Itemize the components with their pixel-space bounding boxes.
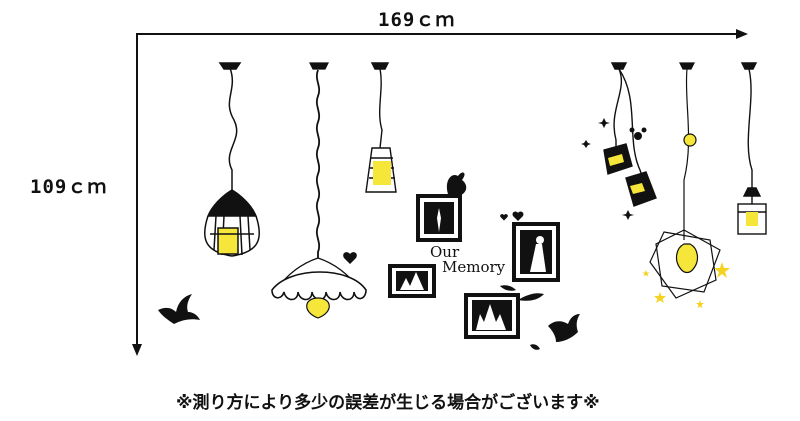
memory-text-line2: Memory — [442, 258, 506, 276]
perched-bird-silhouette — [446, 172, 467, 196]
memory-text-line1: Our — [430, 243, 460, 261]
photo-frame-center-bottom — [464, 293, 520, 339]
birdcage-pendant-lamp — [204, 62, 260, 257]
photo-frame-small-bottom — [388, 264, 436, 298]
cone-pendant-lamp — [365, 62, 397, 193]
leaf-sprig-icon — [500, 285, 544, 350]
star-cage-bulb-lamp — [649, 62, 721, 299]
spotlight-pendant-lamps — [603, 62, 657, 207]
photo-frame-small-top — [416, 194, 462, 242]
chain-pendant-lamp — [271, 62, 367, 319]
flying-bird-left-silhouette — [158, 294, 200, 324]
height-dimension-arrow — [132, 34, 142, 356]
width-dimension-arrow — [136, 29, 748, 39]
flying-bird-right-silhouette — [548, 314, 580, 342]
sparkle-icon — [581, 118, 647, 220]
lantern-pendant-lamp — [737, 62, 767, 235]
height-dimension-label: 109ｃｍ — [30, 176, 108, 198]
width-dimension-label: 169ｃｍ — [378, 9, 456, 31]
photo-frame-couple — [512, 222, 560, 282]
heart-icon — [343, 211, 524, 264]
star-icon — [642, 262, 730, 308]
measurement-disclaimer-note: ※測り方により多少の誤差が生じる場合がございます※ — [176, 393, 600, 413]
